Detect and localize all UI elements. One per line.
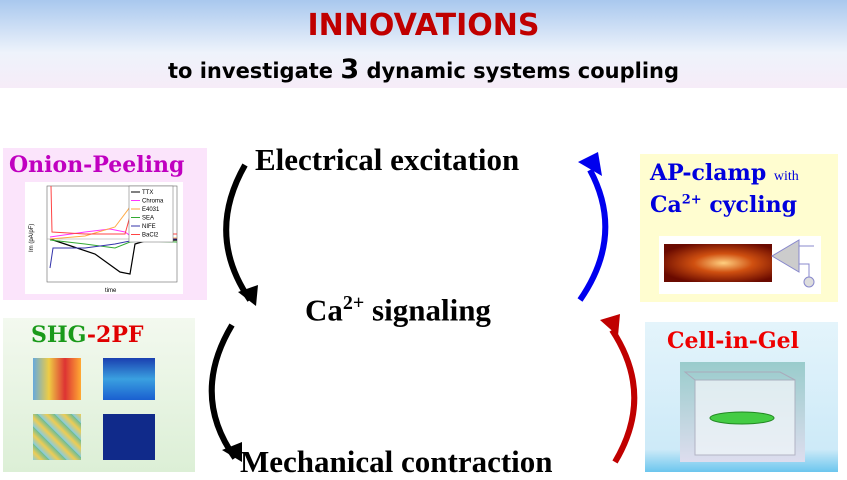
ca-signaling-label: Ca2+ signaling: [305, 292, 491, 328]
onion-peeling-title: Onion-Peeling: [9, 152, 185, 178]
title: INNOVATIONS: [307, 8, 540, 43]
legend-item: BaCl2: [142, 233, 159, 239]
header-banner: INNOVATIONS to investigate 3 dynamic sys…: [0, 0, 847, 88]
shg-2pf-panel: SHG-2PF: [3, 318, 195, 472]
subtitle: to investigate 3 dynamic systems couplin…: [167, 54, 680, 85]
arrow-ca-to-electrical: [577, 168, 609, 302]
gel-3d-image: [680, 362, 805, 462]
ap-clamp-title: AP-clamp with: [650, 160, 799, 186]
electrical-excitation-label: Electrical excitation: [255, 142, 520, 177]
arrow-mechanical-to-ca: [609, 328, 638, 464]
arrow-electrical-to-ca: [223, 163, 253, 302]
mechanical-contraction-label: Mechanical contraction: [240, 444, 553, 479]
legend-item: Chroma: [142, 199, 164, 205]
shg-image-1: [33, 358, 81, 400]
arrow-ca-to-mechanical: [208, 323, 238, 460]
shg-image-2: [103, 358, 155, 400]
x-axis-label: time: [105, 288, 117, 294]
legend-item: E4031: [142, 207, 160, 213]
y-axis-label: Im (pA/pF): [29, 224, 35, 252]
cell-in-gel-panel: Cell-in-Gel: [645, 322, 838, 472]
cell-in-gel-title: Cell-in-Gel: [667, 328, 799, 354]
ap-clamp-figure: [659, 236, 821, 294]
amplifier-icon: [771, 239, 815, 288]
ca-cycling-title: Ca2+ cycling: [650, 192, 798, 218]
shg-image-4: [103, 414, 155, 460]
legend-item: TTX: [142, 190, 153, 196]
legend-item: SEA: [142, 216, 154, 222]
cell-fluorescence-image: [664, 244, 772, 282]
ap-clamp-panel: AP-clamp with Ca2+ cycling: [640, 154, 838, 302]
legend-item: NIFE: [142, 224, 156, 230]
shg-2pf-title: SHG-2PF: [31, 322, 144, 348]
shg-image-3: [33, 414, 81, 460]
